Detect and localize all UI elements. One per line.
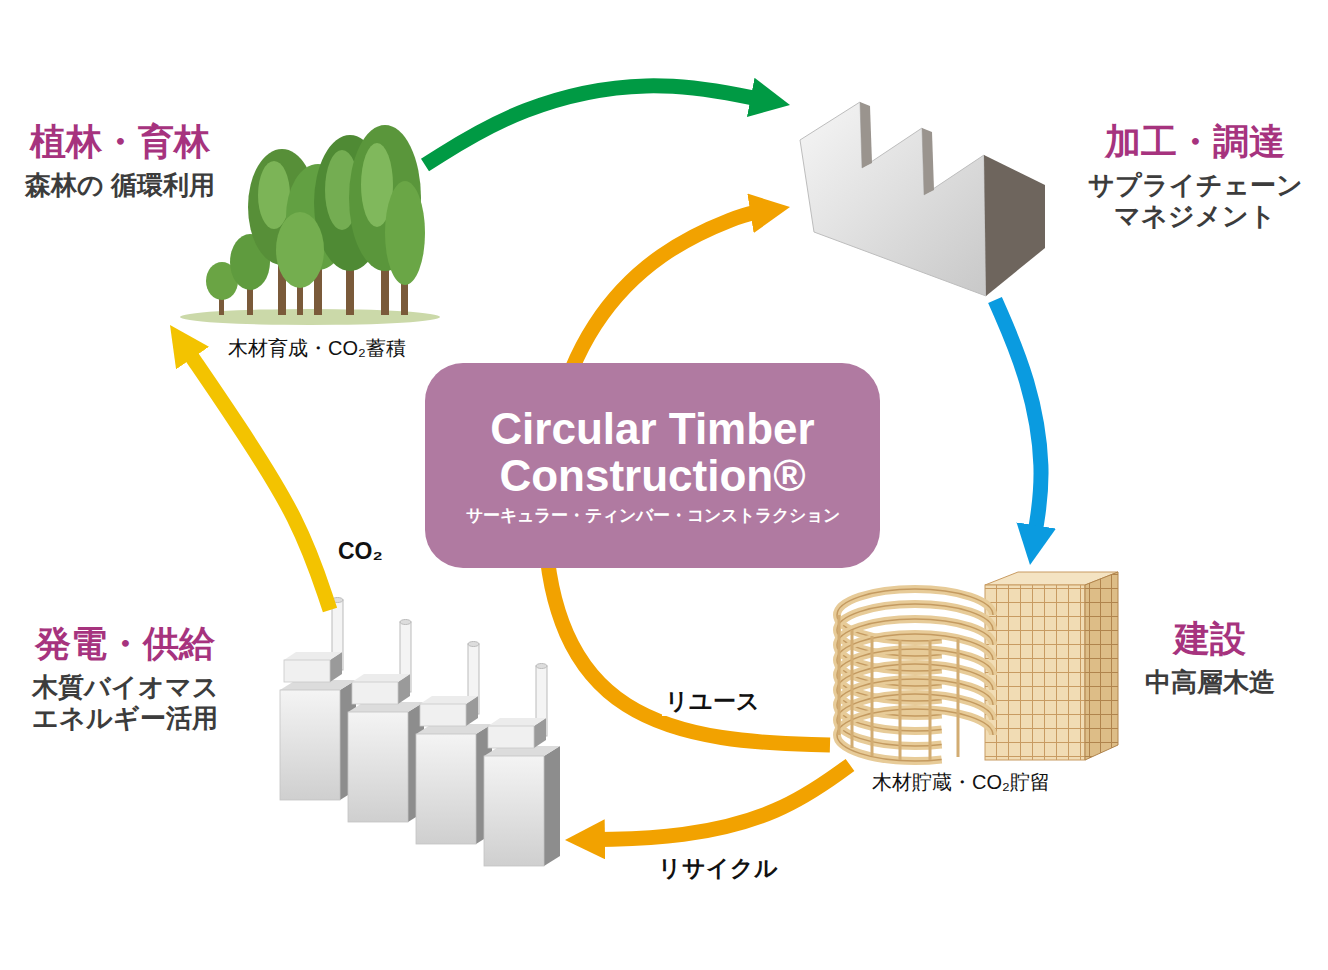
tree-crown	[276, 212, 324, 288]
plant-unit	[484, 664, 560, 867]
stage-heading: 発電・供給	[5, 622, 245, 665]
stage-group: 発電・供給木質バイオマス エネルギー活用	[5, 610, 565, 870]
arrow-label: CO₂	[335, 538, 386, 566]
caption-text: 木材貯蔵・CO₂貯留	[872, 770, 1050, 794]
flow-arrow	[425, 86, 757, 165]
title-text: Circular Timber Construction®	[445, 405, 860, 500]
factory-illustration	[800, 102, 1045, 296]
flow-arrow	[599, 765, 850, 839]
plant-unit	[416, 642, 492, 845]
stage-description: 木質バイオマス エネルギー活用	[5, 672, 245, 734]
stage-heading: 加工・調達	[1075, 120, 1315, 163]
tree-crown	[385, 181, 425, 285]
factory-front	[800, 102, 986, 296]
stage-description: サプライチェーン マネジメント	[1075, 170, 1315, 232]
stage-heading: 植林・育林	[20, 120, 220, 163]
stage-group: 植林・育林森林の 循環利用	[15, 115, 425, 325]
arrow-label: リユース	[662, 688, 763, 716]
tower-front	[985, 585, 1085, 760]
tree-highlight	[258, 161, 290, 229]
stage-description: 森林の 循環利用	[20, 170, 220, 201]
factory-side	[984, 155, 1045, 296]
factory-roof-glass	[922, 128, 934, 195]
ring-floor	[837, 709, 993, 761]
forest-illustration	[180, 125, 440, 325]
subtitle-text: サーキュラー・ティンバー・コンストラクション	[466, 506, 840, 526]
tower-side	[1085, 572, 1118, 760]
stage-group: 建設中高層木造	[830, 565, 1310, 765]
title-box: Circular Timber Construction® サーキュラー・ティンバ…	[425, 363, 880, 568]
plant-unit	[280, 598, 356, 801]
plant-unit	[348, 620, 424, 823]
factory-roof-glass	[860, 102, 872, 168]
ring-posts	[839, 615, 958, 760]
caption-text: 木材育成・CO₂蓄積	[228, 336, 406, 360]
arrow-label: リサイクル	[655, 855, 781, 883]
power-plant-illustration	[280, 598, 560, 867]
stage-heading: 建設	[1120, 617, 1300, 660]
building-illustration	[837, 572, 1118, 761]
stage-description: 中高層木造	[1120, 667, 1300, 698]
flow-arrow	[995, 300, 1041, 531]
flow-arrow	[189, 353, 330, 610]
stage-group: 加工・調達サプライチェーン マネジメント	[790, 90, 1320, 300]
